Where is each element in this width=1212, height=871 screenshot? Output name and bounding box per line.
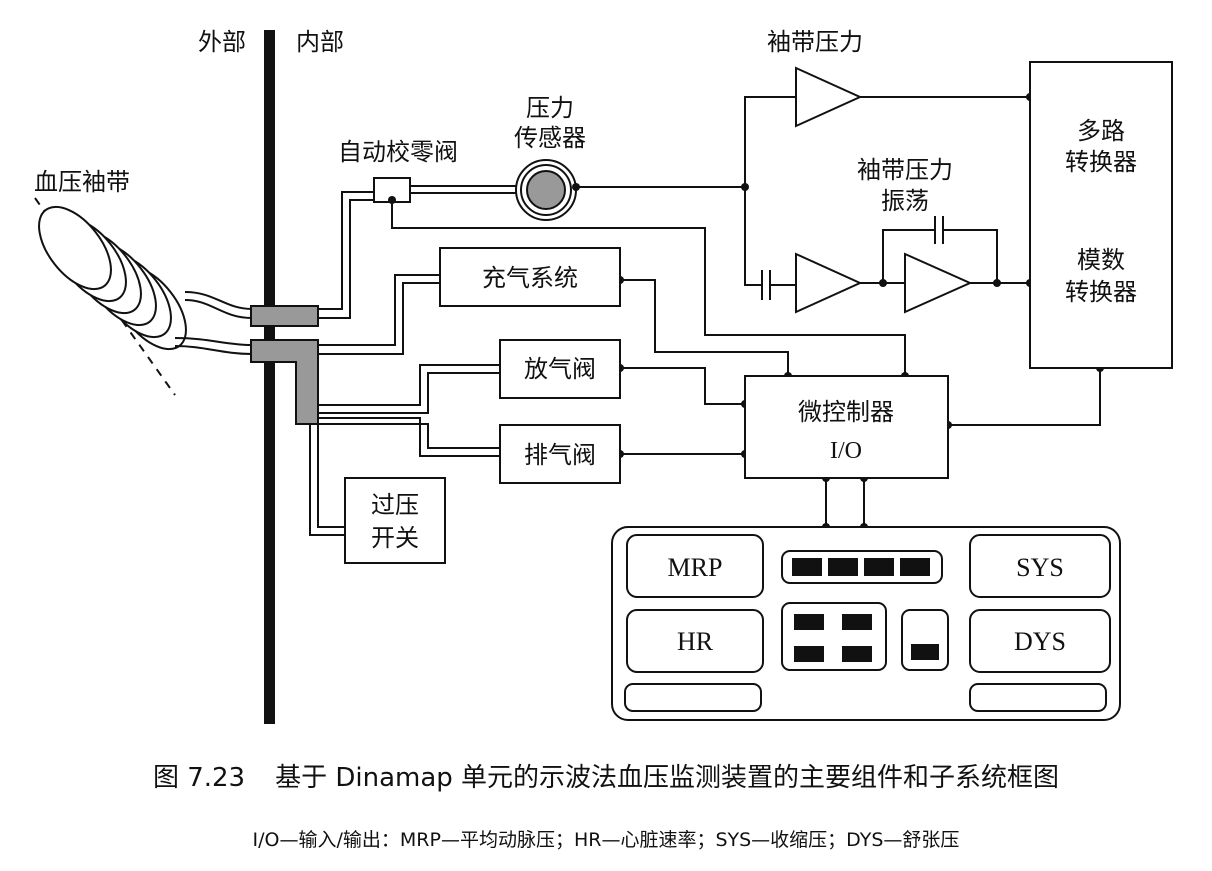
single-key [901,609,949,671]
cuff-hoses [174,291,253,355]
figure-number: 图 7.23 [152,763,246,793]
sys-window [969,534,1111,598]
cuff-label: 血压袖带 [34,168,130,196]
deflation-valve-label: 放气阀 [524,355,596,383]
pressure-sensor-label-1: 压力 [526,94,574,122]
adc-label-1: 模数 [1077,246,1125,274]
overpressure-switch-box [344,477,446,564]
deflation-valve-box [499,339,621,399]
overpressure-switch-label-2: 开关 [371,524,419,552]
hr-window [626,609,764,673]
overpressure-switch-label-1: 过压 [371,491,419,519]
mrp-window [626,534,764,598]
microcontroller-box [744,375,949,479]
signal-wires [391,96,1101,528]
housing-wall [264,30,275,724]
inflation-system-label: 充气系统 [482,264,578,292]
dys-window [969,609,1111,673]
display-panel: MRP HR SYS DYS [611,526,1121,721]
figure-legend: I/O—输入/输出：MRP—平均动脉压；HR—心脏速率；SYS—收缩压；DYS—… [252,829,960,851]
lower-connector [250,339,319,425]
mrp-label: MRP [668,553,723,582]
mux-adc-block [1029,61,1173,369]
dys-label: DYS [1014,627,1066,656]
multiplexer-label-2: 转换器 [1065,148,1137,176]
auto-zero-valve-label: 自动校零阀 [338,138,458,166]
hr-label: HR [677,627,714,656]
bottom-left-slot [624,683,762,712]
io-label: I/O [830,438,862,464]
sys-label: SYS [1016,553,1064,582]
inside-label: 内部 [296,28,344,56]
pneumatic-lines [309,185,517,536]
cuff-oscillation-label-1: 袖带压力 [857,156,953,184]
oscillation-amplifier-1 [795,252,863,314]
cuff-oscillation-label-2: 振荡 [881,187,929,215]
pressure-sensor-label-2: 传感器 [514,124,586,152]
upper-connector [250,305,319,327]
figure-caption: 图 7.23 基于 Dinamap 单元的示波法血压监测装置的主要组件和子系统框图 [0,757,1212,794]
outside-label: 外部 [198,28,246,56]
cuff-pressure-amplifier [795,66,863,128]
exhaust-valve-box [499,424,621,484]
figure-title: 基于 Dinamap 单元的示波法血压监测装置的主要组件和子系统框图 [275,763,1060,793]
multiplexer-label-1: 多路 [1077,117,1125,145]
cuff-icon [34,197,187,396]
bottom-right-slot [969,683,1107,712]
oscillation-amplifier-2 [904,252,973,314]
inflation-system-box [439,247,621,307]
adc-label-2: 转换器 [1065,278,1137,306]
exhaust-valve-label: 排气阀 [524,441,596,469]
cuff-pressure-label: 袖带压力 [767,28,863,56]
microcontroller-label: 微控制器 [798,398,894,426]
